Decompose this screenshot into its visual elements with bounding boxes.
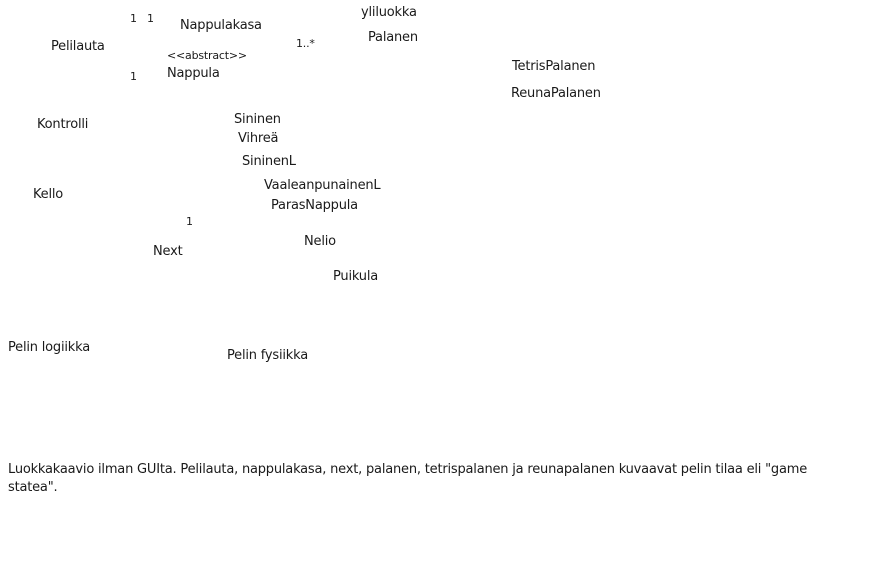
class-nappulakasa: Nappulakasa <box>180 18 262 33</box>
multiplicity-label: 1 <box>130 70 137 83</box>
class-kello: Kello <box>33 187 64 202</box>
multiplicity-label: 1..* <box>296 37 315 50</box>
multiplicity-label: 1 <box>130 12 137 25</box>
class-sininenl: SininenL <box>242 154 296 169</box>
class-next: Next <box>153 244 183 259</box>
class-nelio: Nelio <box>304 234 336 249</box>
multiplicity-label: 1 <box>147 12 154 25</box>
package-pelin-logiikka: Pelin logiikka <box>8 340 91 355</box>
class-nappula: Nappula <box>167 66 220 81</box>
note-yliluokka: yliluokka <box>361 5 417 20</box>
class-sininen: Sininen <box>234 112 281 127</box>
class-vihrea: Vihreä <box>238 131 279 146</box>
class-tetrispalanen: TetrisPalanen <box>512 59 596 74</box>
diagram-caption: Luokkakaavio ilman GUIta. Pelilauta, nap… <box>8 462 808 495</box>
class-pelilauta: Pelilauta <box>51 39 105 54</box>
class-palanen: Palanen <box>368 30 418 45</box>
class-vaaleanpunainenl: VaaleanpunainenL <box>264 178 381 193</box>
multiplicity-label: 1 <box>186 215 193 228</box>
class-parasnappula: ParasNappula <box>271 198 358 213</box>
stereotype-abstract: <<abstract>> <box>167 49 247 62</box>
package-pelin-fysiikka: Pelin fysiikka <box>227 348 309 363</box>
class-reunapalanen: ReunaPalanen <box>511 86 601 101</box>
class-puikula: Puikula <box>333 269 379 284</box>
class-kontrolli: Kontrolli <box>37 117 89 132</box>
